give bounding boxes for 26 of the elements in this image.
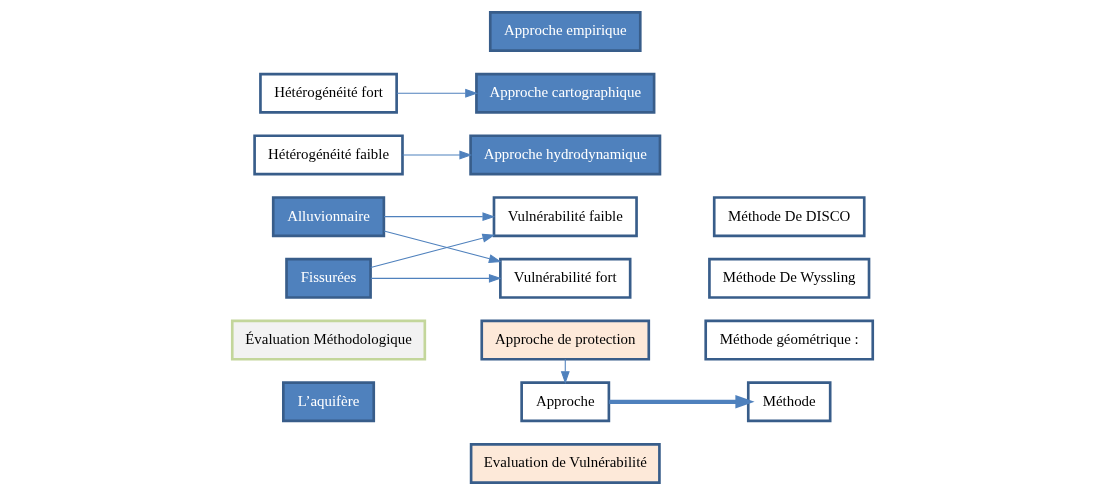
arrow bbox=[383, 212, 496, 222]
node-box: Méthode géométrique : bbox=[704, 319, 875, 361]
node-box: Vulnérabilité faible bbox=[492, 196, 638, 238]
node-box: Approche bbox=[520, 381, 611, 423]
arrow bbox=[370, 273, 502, 283]
arrow bbox=[560, 358, 570, 385]
node-box: Méthode De DISCO bbox=[712, 196, 866, 238]
node-box: Vulnérabilité fort bbox=[499, 257, 632, 299]
arrow bbox=[370, 233, 496, 269]
node-box: Méthode De Wyssling bbox=[708, 257, 871, 299]
node-box: Méthode bbox=[746, 381, 832, 423]
arrow bbox=[396, 88, 478, 98]
node-box: Hétérogénéité fort bbox=[259, 72, 398, 114]
arrow bbox=[402, 150, 473, 160]
node-box: Approche cartographique bbox=[475, 72, 656, 114]
arrow bbox=[383, 230, 502, 263]
arrow bbox=[609, 395, 755, 409]
node-box: Alluvionnaire bbox=[271, 196, 386, 238]
node-box: Hétérogénéité faible bbox=[253, 134, 404, 176]
node-box: Évaluation Méthodologique bbox=[230, 319, 427, 361]
node-box: Approche empirique bbox=[488, 11, 642, 52]
node-box: Approche de protection bbox=[480, 319, 651, 361]
node-box: Approche hydrodynamique bbox=[469, 134, 662, 176]
node-box: Evaluation de Vulnérabilité bbox=[469, 443, 661, 484]
node-box: L’aquifère bbox=[282, 381, 376, 423]
node-box: Fissurées bbox=[285, 257, 372, 299]
